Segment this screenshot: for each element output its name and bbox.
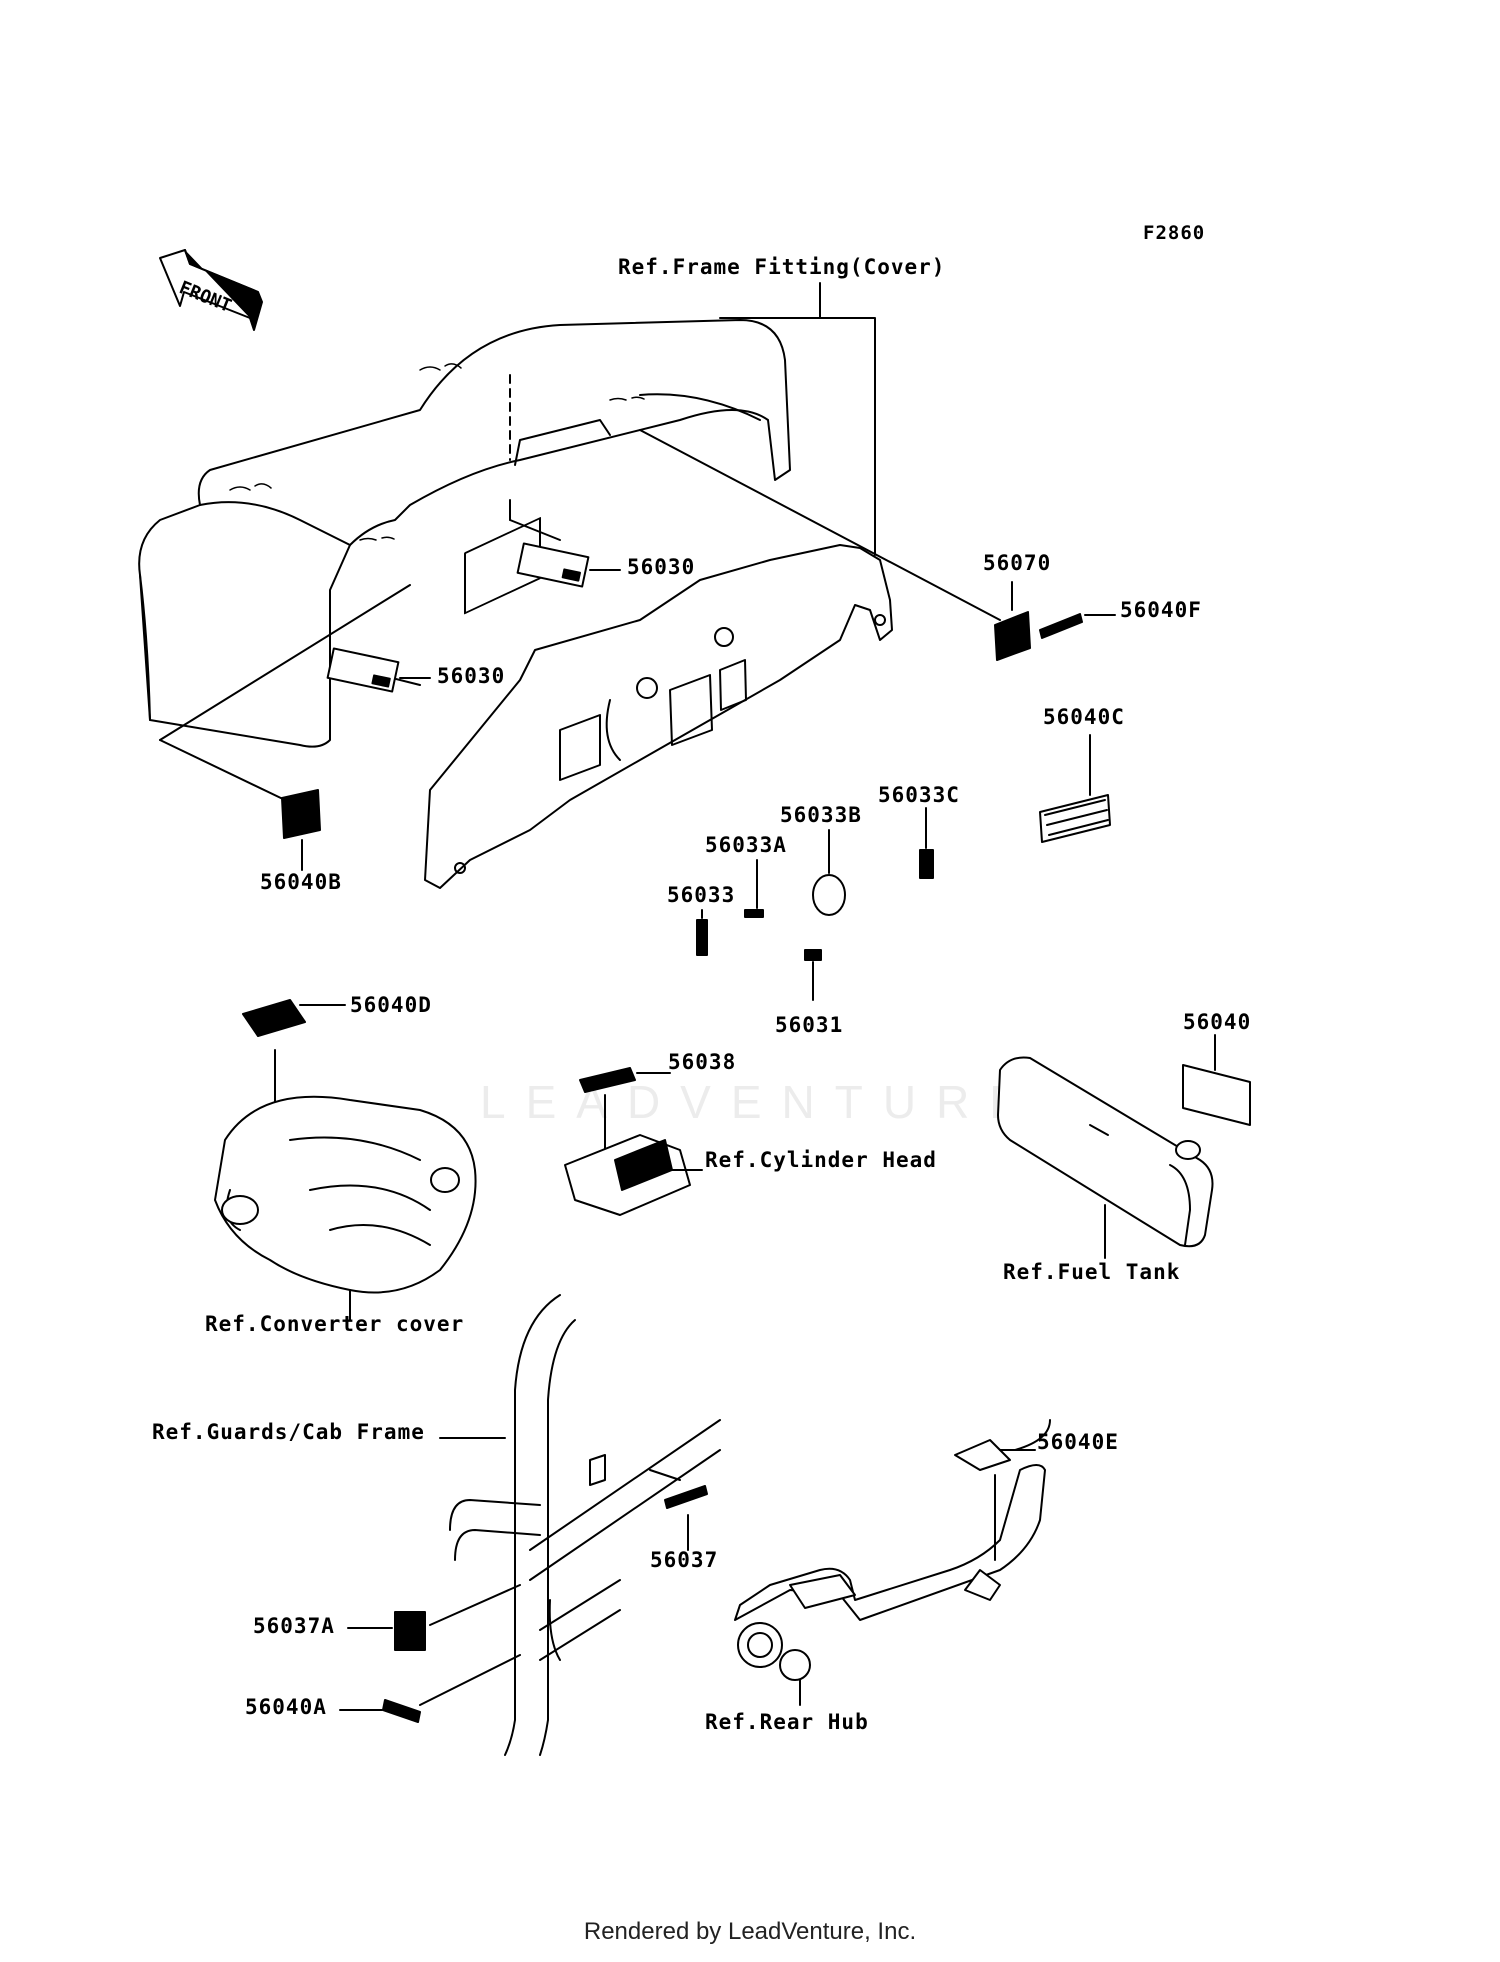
label-56070: 56070	[983, 551, 1052, 575]
decal-56037A	[394, 1611, 426, 1651]
watermark: LEADVENTURE	[480, 1076, 1040, 1128]
cover-body-shape	[138, 319, 791, 748]
decal-56040E	[954, 1439, 1011, 1471]
decal-56030-top	[516, 542, 590, 588]
label-rear-hub: Ref.Rear Hub	[705, 1710, 869, 1734]
frame-fitting-panel-shape	[424, 517, 893, 889]
converter-cover-shape	[214, 1095, 477, 1294]
label-56038: 56038	[668, 1050, 737, 1074]
decal-56040F	[1039, 613, 1083, 639]
label-guards-cab-frame: Ref.Guards/Cab Frame	[152, 1420, 425, 1444]
decal-56033A	[744, 909, 764, 918]
guards-cab-frame-shape	[449, 1294, 721, 1756]
cylinder-head-shape	[564, 1134, 691, 1216]
decal-56040C	[1039, 794, 1111, 843]
decal-56038	[579, 1067, 636, 1093]
decal-56040B	[281, 789, 321, 839]
label-fuel-tank: Ref.Fuel Tank	[1003, 1260, 1181, 1284]
decal-56037	[664, 1485, 708, 1509]
label-converter-cover: Ref.Converter cover	[205, 1312, 465, 1336]
label-56040C: 56040C	[1043, 705, 1125, 729]
label-56033A: 56033A	[705, 833, 787, 857]
decal-56040	[1182, 1064, 1251, 1126]
label-56040D: 56040D	[350, 993, 432, 1017]
label-frame-fitting: Ref.Frame Fitting(Cover)	[618, 255, 946, 279]
decal-56070	[994, 611, 1031, 661]
fuel-tank-shape	[997, 1056, 1214, 1248]
diagram-code: F2860	[1143, 222, 1206, 244]
label-56033C: 56033C	[878, 783, 960, 807]
decal-56033B	[812, 874, 846, 916]
label-56040B: 56040B	[260, 870, 342, 894]
label-56031: 56031	[775, 1013, 844, 1037]
decal-56031	[804, 949, 822, 961]
decal-56040D	[242, 999, 306, 1037]
label-56037: 56037	[650, 1548, 719, 1572]
front-arrow-icon: FRONT	[159, 249, 263, 331]
label-56033B: 56033B	[780, 803, 862, 827]
decal-56033	[696, 919, 708, 956]
footer-credit: Rendered by LeadVenture, Inc.	[583, 1918, 917, 1945]
label-56033: 56033	[667, 883, 736, 907]
label-56030-top: 56030	[627, 555, 696, 579]
rear-hub-shape	[734, 1419, 1051, 1681]
decal-56033C	[919, 849, 934, 879]
label-56040E: 56040E	[1037, 1430, 1119, 1454]
label-cylinder-head: Ref.Cylinder Head	[705, 1148, 937, 1172]
label-56040A: 56040A	[245, 1695, 327, 1719]
label-56030-left: 56030	[437, 664, 506, 688]
label-56040F: 56040F	[1120, 598, 1202, 622]
label-56037A: 56037A	[253, 1614, 335, 1638]
decal-56030-left	[326, 647, 400, 693]
decal-56040A	[382, 1699, 421, 1723]
label-56040: 56040	[1183, 1010, 1252, 1034]
